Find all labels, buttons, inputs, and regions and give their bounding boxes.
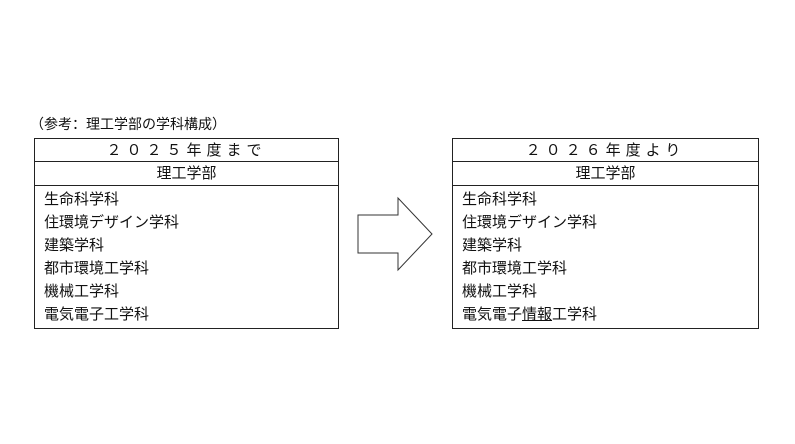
list-item-renamed: 電気電子情報工学科 [462,303,758,326]
year-header: ２０２５年度まで [35,139,338,162]
table-before: ２０２５年度まで 理工学部 生命科学科 住環境デザイン学科 建築学科 都市環境工… [34,138,339,329]
list-item: 電気電子工学科 [44,305,150,323]
year-header: ２０２６年度より [453,139,758,162]
table-after: ２０２６年度より 理工学部 生命科学科 住環境デザイン学科 建築学科 都市環境工… [452,138,759,329]
caption: （参考：理工学部の学科構成） [30,117,226,133]
list-item: 建築学科 [462,236,523,254]
arrow-right-icon [357,196,433,272]
list-item: 都市環境工学科 [462,259,568,277]
list-item: 生命科学科 [44,190,120,208]
list-item: 機械工学科 [44,282,120,300]
item-suffix: 工学科 [552,305,598,323]
list-item: 住環境デザイン学科 [462,213,598,231]
faculty-header: 理工学部 [35,162,338,186]
list-item: 住環境デザイン学科 [44,213,180,231]
list-item: 生命科学科 [462,190,538,208]
list-item: 都市環境工学科 [44,259,150,277]
list-item: 建築学科 [44,236,105,254]
item-new-part: 情報 [522,305,553,323]
item-prefix: 電気電子 [462,305,523,323]
list-item: 機械工学科 [462,282,538,300]
faculty-header: 理工学部 [453,162,758,186]
